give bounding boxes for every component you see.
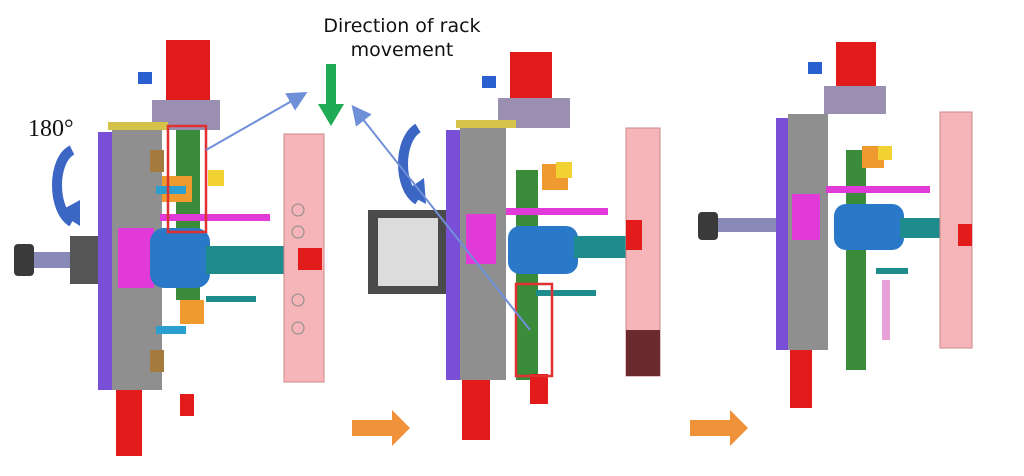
purple-frame-edge (98, 132, 114, 390)
left-shaft (700, 218, 780, 232)
top-cylinder (166, 40, 210, 100)
bottom-cylinder (790, 350, 812, 408)
top-cylinder (510, 52, 552, 100)
magenta-bar (826, 186, 930, 193)
down-arrow-icon (318, 104, 344, 126)
rotation-arrowhead-icon (58, 200, 80, 226)
purple-frame-edge (446, 130, 462, 380)
red-pad (298, 248, 322, 270)
magenta-plate (118, 228, 154, 288)
output-shaft (900, 218, 950, 238)
bottom-cylinder (462, 380, 490, 440)
pointer-line (351, 104, 531, 331)
shaft-collar (70, 236, 100, 284)
blue-rod (156, 186, 186, 194)
teal-rod (206, 296, 256, 302)
hub (508, 226, 578, 274)
output-shaft (574, 236, 634, 258)
small-red-part (180, 394, 194, 416)
fitting (138, 72, 152, 84)
magenta-bar (160, 214, 270, 221)
rotation-angle-label: 180° (28, 116, 74, 142)
step-arrow-icon (352, 410, 410, 446)
bottom-cylinder (116, 390, 142, 456)
top-rail (108, 122, 168, 130)
stage-2-mechanism (368, 52, 661, 440)
gear-rack (516, 170, 538, 380)
gear-rack (846, 150, 866, 370)
output-shaft (206, 246, 286, 274)
hub (834, 204, 904, 250)
rotation-arrowhead-icon (404, 178, 426, 204)
hub (150, 228, 210, 288)
stage-3-mechanism (698, 42, 973, 408)
stage-1-mechanism (14, 40, 325, 456)
top-cylinder (836, 42, 876, 90)
brown-block (150, 150, 164, 172)
yellow-tag (208, 170, 224, 186)
blue-rod (156, 326, 186, 334)
rack-highlight-box (514, 282, 554, 378)
magenta-bar (506, 208, 608, 215)
magenta-plate (792, 194, 820, 240)
fitting (482, 76, 496, 88)
cylinder-mount (824, 86, 886, 114)
orange-block (180, 300, 204, 324)
rack-highlight-box (166, 124, 208, 234)
purple-frame-edge (776, 118, 790, 350)
rack-direction-arrow-shaft (326, 64, 336, 104)
rack-direction-label: Direction of rack movement (323, 15, 481, 61)
brown-block (150, 350, 164, 372)
step-arrow-icon (690, 410, 748, 446)
pointer-line (205, 92, 308, 151)
shaft-knob (14, 244, 34, 276)
